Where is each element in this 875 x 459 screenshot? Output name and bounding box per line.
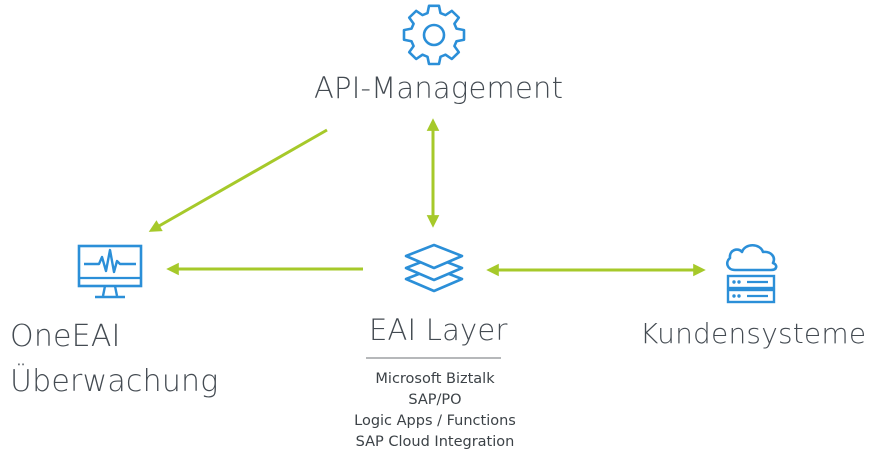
monitor-pulse-icon (77, 244, 143, 299)
eai-layer-label: EAI Layer (369, 313, 508, 347)
eai-divider (366, 357, 501, 359)
gear-icon (402, 4, 466, 66)
arrow-api-to-monitoring (148, 128, 328, 232)
cloud-server-icon (725, 243, 778, 304)
eai-item: Logic Apps / Functions (354, 413, 516, 429)
layers-icon (404, 243, 464, 293)
monitoring-label: OneEAI Überwachung (10, 314, 218, 404)
eai-item: SAP/PO (408, 392, 462, 408)
monitoring-label-line1: OneEAI (10, 319, 121, 354)
customer-systems-label: Kundensysteme (640, 317, 867, 350)
eai-item: SAP Cloud Integration (355, 434, 515, 450)
api-management-label: API-Management (314, 71, 564, 105)
monitoring-label-line2: Überwachung (10, 364, 219, 399)
eai-technology-list: Microsoft Biztalk SAP/PO Logic Apps / Fu… (330, 369, 540, 453)
eai-item: Microsoft Biztalk (375, 371, 495, 387)
